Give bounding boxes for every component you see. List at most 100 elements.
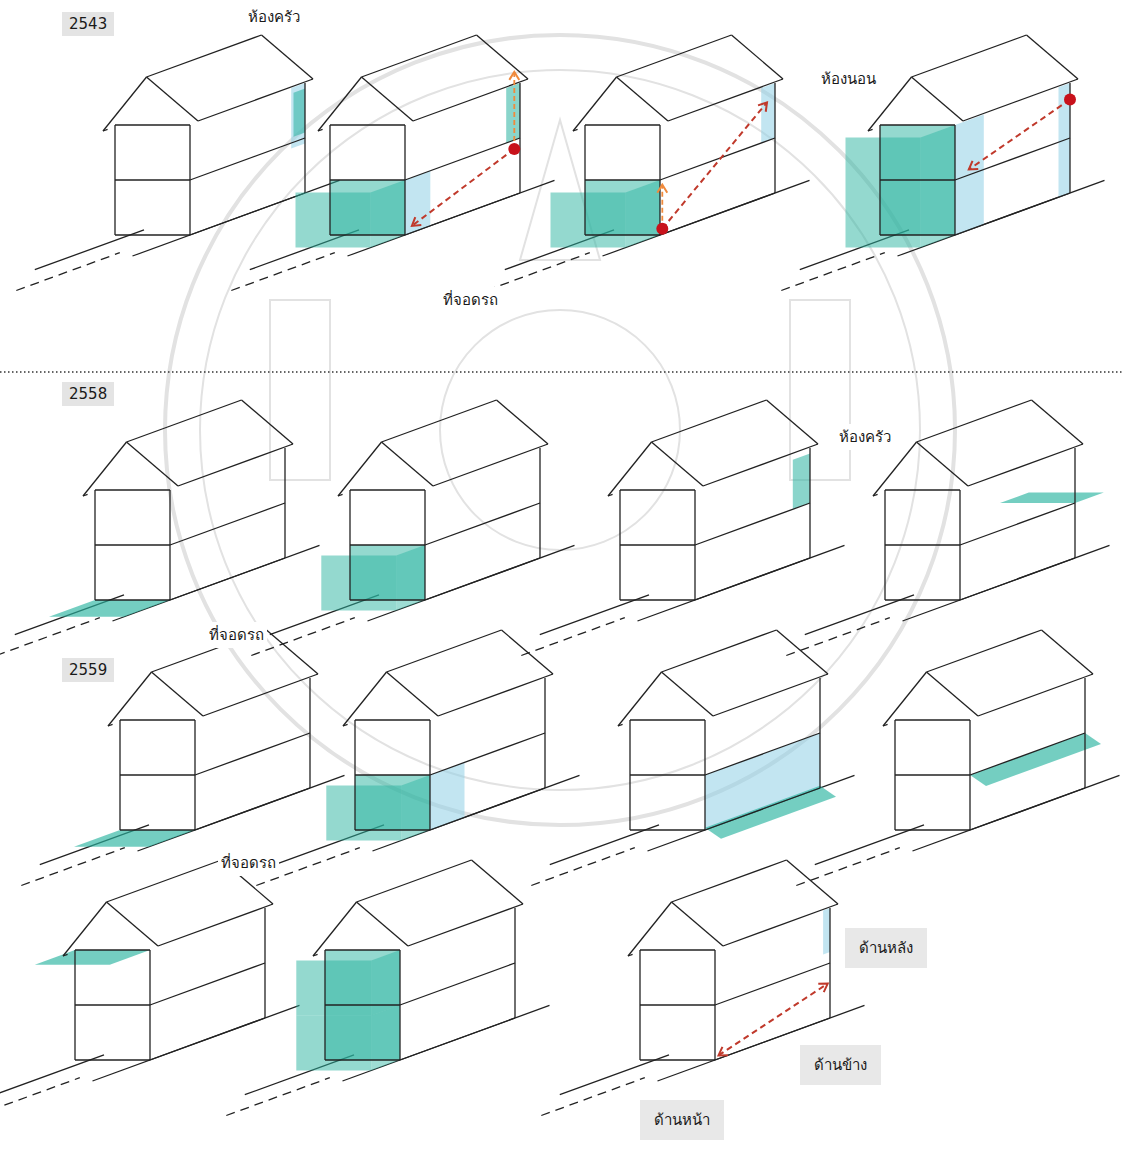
house-outline	[703, 444, 818, 486]
house-outline	[472, 860, 524, 904]
house-outline	[705, 733, 820, 775]
house-outline	[1027, 35, 1079, 79]
room-label: ห้องครัว	[245, 4, 303, 30]
house-outline	[330, 124, 405, 125]
house-outline	[927, 630, 1042, 672]
house-outline	[325, 1059, 400, 1060]
house-outline	[231, 253, 334, 291]
house-outline	[438, 674, 553, 716]
room-highlight	[396, 545, 425, 611]
house-outline	[430, 733, 545, 775]
year-tag: 2543	[62, 12, 114, 36]
room-highlight	[823, 908, 830, 955]
house-outline	[968, 444, 1083, 486]
house-outline	[955, 138, 1070, 180]
house-outline	[313, 954, 318, 956]
house-outline	[330, 179, 405, 180]
tag-text: ด้านหลัง	[859, 936, 913, 960]
house-outline	[318, 129, 323, 131]
house-outline	[573, 129, 578, 131]
house-outline	[343, 1005, 550, 1081]
house-outline	[195, 733, 310, 775]
house-outline	[83, 494, 88, 496]
house-outline	[120, 829, 195, 830]
house-outline	[970, 788, 1085, 830]
house-outline	[630, 719, 705, 720]
house-outline	[541, 1078, 645, 1116]
house-outline	[120, 719, 195, 720]
house-outline	[497, 400, 549, 444]
house-outline	[115, 234, 190, 235]
house-outline	[970, 733, 1085, 775]
house-outline	[338, 442, 382, 496]
house-outline	[348, 180, 555, 256]
house-outline	[695, 503, 810, 545]
tag-text: 2559	[69, 661, 107, 679]
direction-tag: ด้านข้าง	[800, 1045, 881, 1085]
house-outline	[502, 630, 554, 674]
house-outline	[796, 848, 900, 886]
house-outline	[638, 545, 845, 621]
movement-arrow	[662, 102, 767, 228]
house-outline	[0, 1055, 104, 1095]
house-outline	[660, 193, 775, 235]
house-outline	[355, 719, 430, 720]
room-highlight	[551, 193, 626, 248]
house-outline	[242, 400, 294, 444]
house-outline	[382, 442, 434, 486]
house-outline	[430, 788, 545, 830]
room-highlight	[921, 125, 956, 248]
house-outline	[960, 503, 1075, 545]
house-outline	[652, 442, 704, 486]
house-outline	[620, 599, 695, 600]
house-outline	[585, 124, 660, 125]
room-label: ที่จอดรถ	[440, 287, 501, 313]
house-outline	[781, 253, 885, 291]
house-outline	[325, 949, 400, 950]
room-highlight	[626, 180, 661, 248]
house-outline	[1042, 630, 1094, 674]
house-outline	[127, 442, 179, 486]
house-outline	[620, 544, 695, 545]
house-outline	[152, 672, 204, 716]
house-outline	[425, 558, 540, 600]
house-outline	[868, 129, 873, 131]
house-outline	[338, 494, 343, 496]
house-outline	[912, 77, 964, 121]
tag-text: 2558	[69, 385, 107, 403]
house-outline	[357, 860, 472, 902]
year-tag: 2558	[62, 382, 114, 406]
house-outline	[63, 954, 68, 956]
house-outline	[387, 672, 439, 716]
house-outline	[617, 35, 732, 77]
house-outline	[640, 949, 715, 950]
house-outline	[95, 544, 170, 545]
room-highlight	[846, 138, 921, 248]
house-outline	[107, 860, 222, 902]
house-outline	[400, 1018, 515, 1060]
house-outline	[585, 179, 660, 180]
house-outline	[355, 829, 430, 830]
house-outline	[103, 77, 147, 131]
room-highlight	[793, 454, 810, 510]
movement-arrow	[969, 100, 1070, 170]
house-outline	[531, 848, 635, 886]
room-highlight	[371, 950, 400, 1016]
house-outline	[608, 494, 613, 496]
house-outline	[408, 904, 523, 946]
house-outline	[226, 1078, 329, 1116]
house-outline	[350, 544, 425, 545]
house-outline	[880, 234, 955, 235]
house-outline	[16, 253, 120, 291]
house-outline	[883, 724, 888, 726]
house-outline	[113, 545, 320, 621]
house-outline	[880, 124, 955, 125]
house-outline	[170, 558, 285, 600]
house-outline	[198, 79, 313, 121]
position-dot	[656, 223, 668, 235]
house-outline	[115, 124, 190, 125]
room-highlight	[401, 775, 430, 841]
house-outline	[573, 77, 617, 131]
house-outline	[147, 35, 262, 77]
tag-text: 2543	[69, 15, 107, 33]
